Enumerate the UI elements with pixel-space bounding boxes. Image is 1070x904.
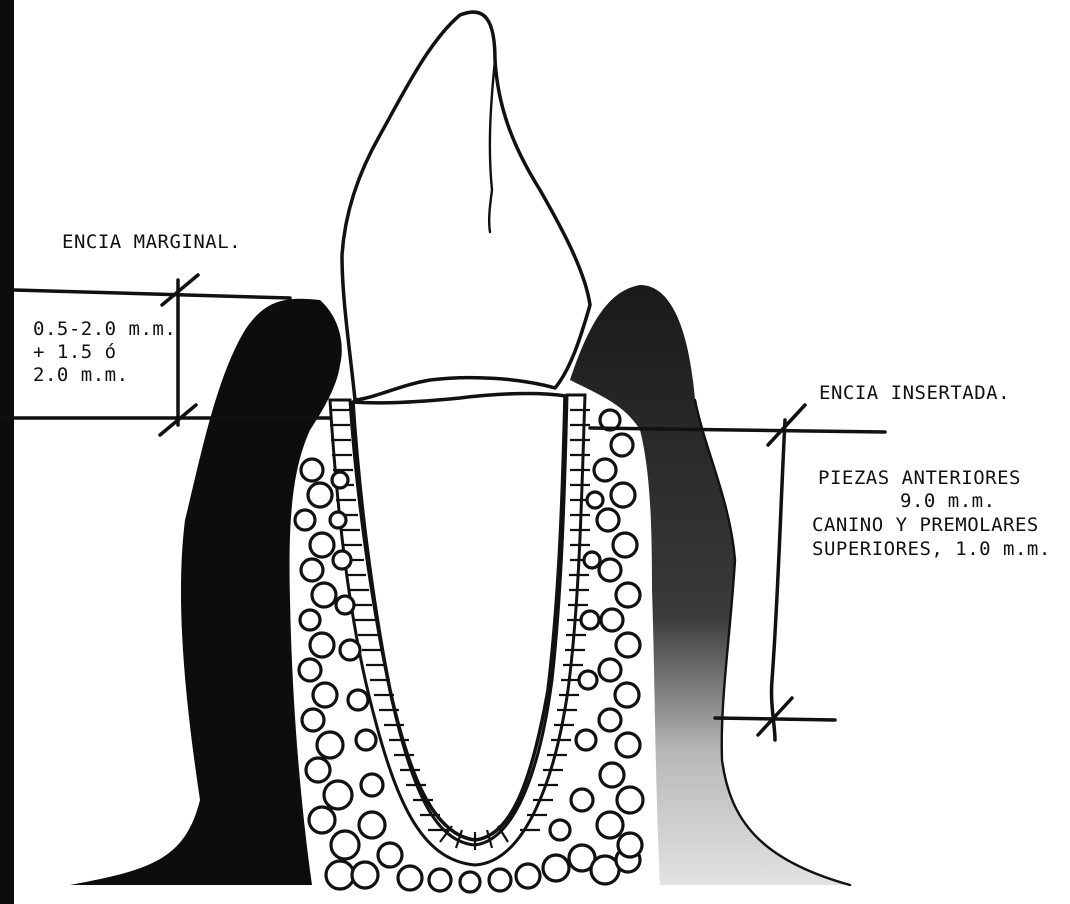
bone-cell (599, 659, 621, 681)
bone-cell (617, 787, 643, 813)
bone-cell (326, 861, 354, 889)
bone-cell (332, 472, 348, 488)
bone-cell (295, 510, 315, 530)
bone-cell (313, 683, 337, 707)
bone-cell (600, 763, 624, 787)
bone-cell (601, 609, 623, 631)
bone-cell (352, 862, 378, 888)
bone-cell (597, 812, 623, 838)
bone-cell (306, 758, 330, 782)
bone-cell (308, 483, 332, 507)
bone-cell (300, 610, 320, 630)
bone-cell (615, 683, 639, 707)
inserted-measure-line-1: PIEZAS ANTERIORES (818, 467, 1021, 489)
bone-cell (579, 671, 597, 689)
bone-cell (550, 820, 570, 840)
bone-cell (581, 611, 599, 629)
inserted-measure-line-3: CANINO Y PREMOLARES (812, 514, 1039, 536)
bone-cell (301, 459, 323, 481)
bone-cell (302, 709, 324, 731)
inserted-gingiva-title: ENCIA INSERTADA. (819, 382, 1010, 404)
bone-cell (310, 633, 334, 657)
bone-cell (429, 869, 451, 891)
bone-cell (317, 732, 343, 758)
marginal-measure-line-3: 2.0 m.m. (33, 364, 129, 386)
bone-cell (324, 781, 352, 809)
bone-cell (333, 551, 351, 569)
inserted-measure-line-4: SUPERIORES, 1.0 m.m. (812, 538, 1051, 560)
bone-cell (616, 733, 640, 757)
bone-cell (312, 583, 336, 607)
bone-cell (599, 709, 621, 731)
bone-cell (309, 807, 335, 833)
marginal-gingiva-title: ENCIA MARGINAL. (62, 231, 241, 253)
bone-cell (597, 509, 619, 531)
bone-cell (576, 730, 596, 750)
bone-cell (398, 866, 422, 890)
bone-cell (378, 843, 402, 867)
bone-cell (336, 596, 354, 614)
marginal-measure-line-2: + 1.5 ó (33, 341, 117, 363)
bone-cell (616, 633, 640, 657)
bone-cell (543, 855, 569, 881)
bone-cell (594, 459, 616, 481)
bone-cell (618, 833, 642, 857)
bone-cell (611, 483, 635, 507)
crown-ridge (489, 60, 495, 232)
bone-cell (356, 730, 376, 750)
bone-cell (301, 559, 323, 581)
bone-cell (299, 659, 321, 681)
marginal-measure-line-1: 0.5-2.0 m.m. (33, 318, 176, 340)
bone-cell (348, 690, 368, 710)
inserted-measure-line-2: 9.0 m.m. (900, 490, 996, 512)
bone-cell (310, 533, 334, 557)
bone-cell (516, 864, 540, 888)
bone-cell (460, 872, 480, 892)
bone-cell (330, 512, 346, 528)
bone-cell (599, 559, 621, 581)
bone-cell (331, 831, 359, 859)
bone-cell (616, 583, 640, 607)
right-gingiva (570, 285, 850, 885)
bone-cell (584, 552, 600, 568)
bone-cell (571, 789, 593, 811)
tooth-crown (342, 12, 590, 400)
bone-cell (587, 492, 603, 508)
bone-cell (489, 869, 511, 891)
bone-cell (611, 434, 633, 456)
bone-cell (340, 640, 360, 660)
bone-cell (361, 774, 383, 796)
bone-cell (613, 533, 637, 557)
bone-cell (359, 812, 385, 838)
alveolar-bone (295, 410, 643, 892)
left-gingiva (70, 299, 342, 885)
